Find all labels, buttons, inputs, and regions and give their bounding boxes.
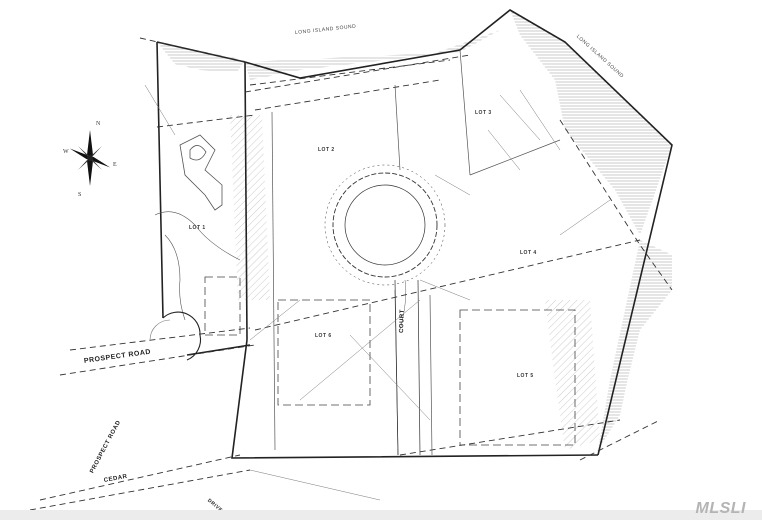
- waterfront-shading: [157, 10, 672, 450]
- mlsli-watermark: MLSLI: [695, 500, 746, 517]
- compass-west-label: W: [63, 149, 69, 155]
- lot-label-4: LOT 4: [520, 250, 537, 256]
- existing-house: [154, 134, 241, 321]
- bottom-band: [0, 510, 762, 520]
- building-envelopes: [204, 276, 576, 446]
- cul-de-sac: [324, 164, 446, 456]
- property-boundary: [156, 9, 673, 459]
- compass-north-label: N: [96, 121, 101, 127]
- misc-lines: [144, 84, 611, 501]
- road-label-court: COURT: [399, 309, 406, 334]
- compass-rose-icon: [69, 130, 111, 186]
- compass-south-label: S: [78, 192, 82, 198]
- driveway-turnaround: [149, 311, 202, 361]
- compass-east-label: E: [113, 162, 117, 168]
- lot-label-2: LOT 2: [318, 147, 335, 153]
- lot-label-6: LOT 6: [315, 333, 332, 339]
- lot-lines: [271, 49, 561, 456]
- lot-label-1: LOT 1: [189, 225, 206, 231]
- lot-label-3: LOT 3: [475, 110, 492, 116]
- dashed-lines: [29, 37, 673, 510]
- lot-label-5: LOT 5: [517, 373, 534, 379]
